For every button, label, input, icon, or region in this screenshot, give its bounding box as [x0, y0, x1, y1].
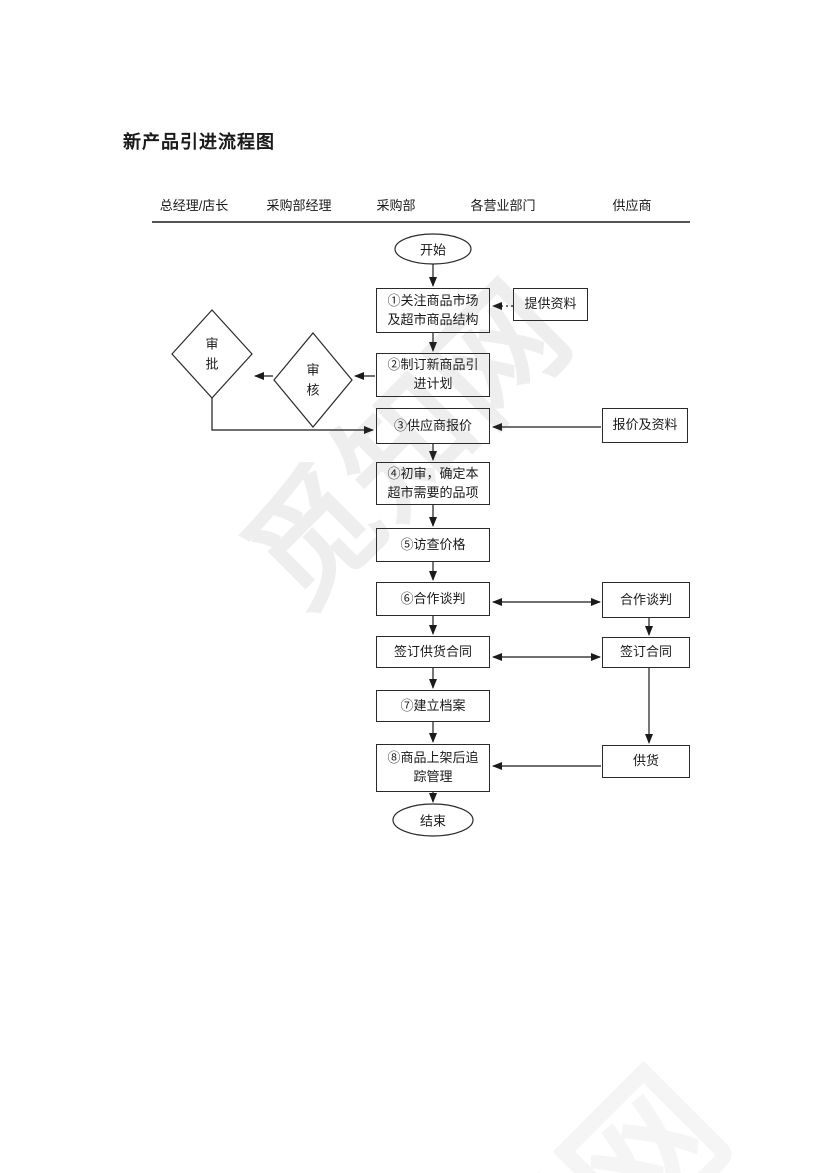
step-3-box: ③供应商报价: [376, 408, 490, 444]
review-diamond-label: 审核: [306, 362, 320, 398]
watermark-bottom: 觅知网: [292, 1014, 768, 1173]
step-1-box: ①关注商品市场及超市商品结构: [376, 288, 490, 333]
lane-header-business-depts: 各营业部门: [470, 198, 536, 213]
lane-header-general-manager: 总经理/店长: [159, 198, 229, 213]
supplier-sign-contract-box: 签订合同: [602, 637, 690, 668]
end-node-label: 结束: [419, 813, 447, 829]
step-6-box: ⑥合作谈判: [376, 582, 490, 616]
sign-supply-contract-box: 签订供货合同: [376, 636, 490, 668]
page-title: 新产品引进流程图: [123, 132, 275, 152]
lane-header-purchasing-dept: 采购部: [376, 198, 416, 213]
supply-goods-box: 供货: [602, 745, 690, 778]
provide-info-box: 提供资料: [513, 288, 588, 321]
step-2-box: ②制订新商品引进计划: [376, 353, 490, 397]
start-node-label: 开始: [419, 242, 447, 258]
approval-diamond-label: 审批: [205, 336, 219, 372]
lane-header-purchasing-manager: 采购部经理: [266, 198, 332, 213]
lane-header-supplier: 供应商: [612, 198, 652, 213]
step-5-box: ⑤访查价格: [376, 528, 490, 562]
step-7-box: ⑦建立档案: [376, 690, 490, 722]
step-4-box: ④初审，确定本超市需要的品项: [376, 462, 490, 505]
quote-and-info-box: 报价及资料: [602, 408, 688, 443]
step-8-box: ⑧商品上架后追踪管理: [376, 744, 490, 792]
supplier-negotiation-box: 合作谈判: [602, 582, 690, 618]
